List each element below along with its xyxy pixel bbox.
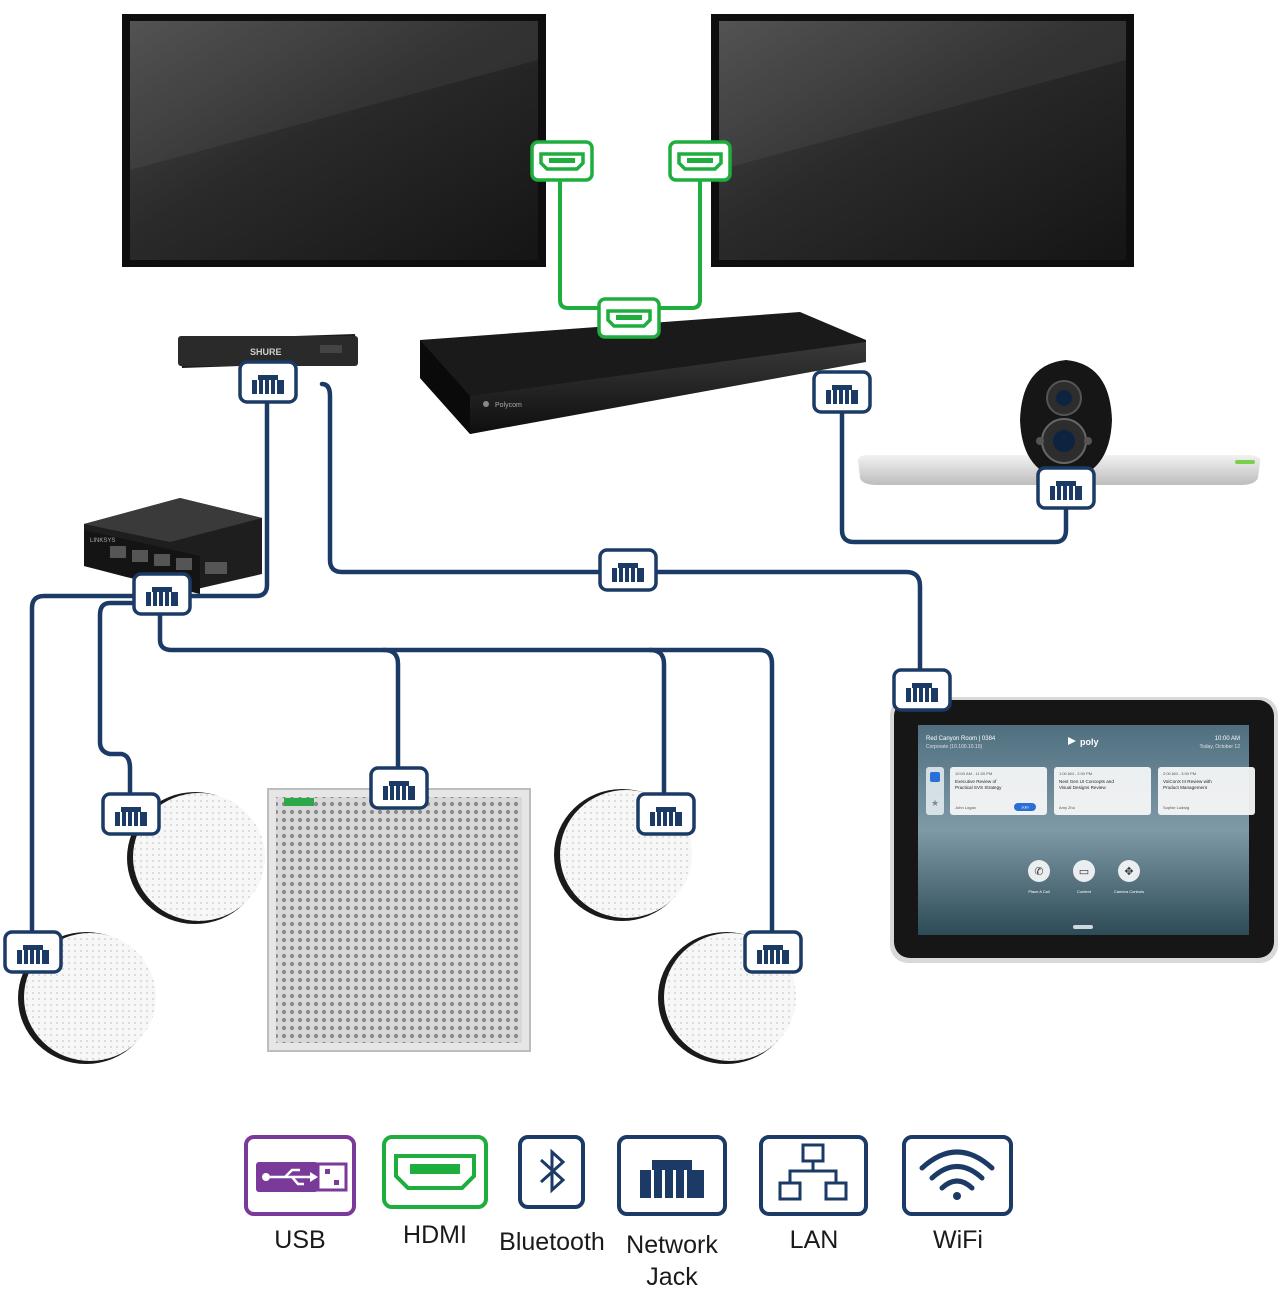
legend-label-lan: LAN (789, 1226, 839, 1254)
network-jack-speaker-far-right (743, 930, 803, 974)
hdmi-badge-codec (597, 297, 661, 339)
home-indicator (1073, 925, 1093, 929)
network-switch: LINKSYS (84, 498, 262, 594)
codec-brand: Polycom (495, 402, 522, 409)
poly-logo: poly (1080, 737, 1099, 747)
legend-label-wifi: WiFi (933, 1226, 983, 1254)
network-cables (29, 381, 1069, 935)
network-jack-camera (1036, 466, 1096, 510)
touch-controller-screen (918, 725, 1249, 935)
room-name: Red Canyon Room | 0384 (926, 736, 996, 742)
network-jack-speaker-far-left (3, 930, 63, 974)
meeting-organizer: John Logan (955, 805, 976, 810)
camera-control-icon: ✥ (1124, 865, 1133, 878)
dsp-brand: SHURE (250, 347, 282, 357)
network-jack-icon (617, 1135, 727, 1216)
clock-date: Today, October 12 (1200, 744, 1241, 750)
touch-controller: Red Canyon Room | 0384 Corporate (10.100… (890, 697, 1278, 963)
star-icon[interactable]: ★ (931, 798, 939, 808)
network-jack-codec (812, 370, 872, 414)
call-button-label: Content (1077, 889, 1092, 894)
hdmi-badge-display-left (530, 140, 594, 182)
hdmi-cables (558, 180, 702, 310)
network-jack-switch (132, 572, 192, 616)
call-button[interactable]: ✆ Place A Call (1028, 860, 1050, 894)
bluetooth-icon (518, 1135, 585, 1209)
meeting-title-line2: Product Management (1163, 785, 1208, 790)
display-right (711, 14, 1134, 267)
meeting-card[interactable]: 10:00 AM - 11:00 PM Executive Review ofPr… (950, 767, 1047, 815)
network-jack-speaker-right (636, 792, 696, 836)
video-codec: Polycom (420, 312, 866, 434)
network-jack-speaker-left (101, 792, 161, 836)
calendar-icon[interactable] (930, 772, 940, 782)
share-screen-icon: ▭ (1079, 865, 1089, 878)
legend (244, 1135, 1013, 1216)
switch-brand: LINKSYS (90, 538, 115, 544)
network-jack-dsp (238, 360, 298, 404)
ceiling-microphone-array (267, 788, 531, 1052)
meeting-title-line2: Visual Designs Review (1059, 785, 1106, 790)
legend-label-network-jack: Network Jack (626, 1231, 718, 1291)
audio-dsp: SHURE (178, 334, 358, 368)
hdmi-icon (382, 1135, 488, 1209)
usb-icon (244, 1135, 356, 1216)
join-button[interactable] (1014, 803, 1036, 811)
meeting-card[interactable]: 2:00 AM - 3:00 PM VoiConX III Review with… (1158, 767, 1255, 815)
legend-label-hdmi: HDMI (403, 1221, 467, 1249)
wifi-icon (902, 1135, 1013, 1216)
meeting-title: Next Gen UI Concepts and (1059, 779, 1114, 784)
legend-label-usb: USB (274, 1226, 326, 1254)
meeting-organizer: Amy Zhu (1059, 805, 1075, 810)
meeting-organizer: Sophie Ludwig (1163, 805, 1189, 810)
call-button[interactable]: ▭ Content (1073, 860, 1095, 894)
meeting-time: 10:00 AM - 11:00 PM (955, 771, 992, 776)
join-label: Join (1021, 805, 1028, 810)
clock-time: 10:00 AM (1215, 736, 1240, 742)
ceiling-speaker-left (127, 792, 265, 924)
meeting-title: Executive Review of (955, 779, 997, 784)
meeting-card[interactable]: 1:00 AM - 2:00 PM Next Gen UI Concepts an… (1054, 767, 1151, 815)
meeting-title-line2: Practical SVS Strategy (955, 785, 1002, 790)
poly-logo-icon (1068, 737, 1076, 745)
call-button-label: Place A Call (1028, 889, 1049, 894)
phone-icon: ✆ (1034, 865, 1043, 878)
lan-icon (759, 1135, 868, 1216)
network-jack-inline (598, 548, 658, 592)
display-left (122, 14, 546, 267)
meeting-title: VoiConX III Review with (1163, 779, 1212, 784)
legend-label-bluetooth: Bluetooth (499, 1228, 605, 1256)
call-button[interactable]: ✥ Camera Controls (1114, 860, 1144, 894)
meeting-time: 2:00 AM - 3:00 PM (1163, 771, 1196, 776)
call-button-label: Camera Controls (1114, 889, 1144, 894)
room-sub: Corporate (10.100.10.10) (926, 744, 982, 750)
network-jack-touch-controller (892, 668, 952, 712)
hdmi-badge-display-right (668, 140, 732, 182)
meeting-time: 1:00 AM - 2:00 PM (1059, 771, 1092, 776)
network-jack-microphone (369, 766, 429, 810)
